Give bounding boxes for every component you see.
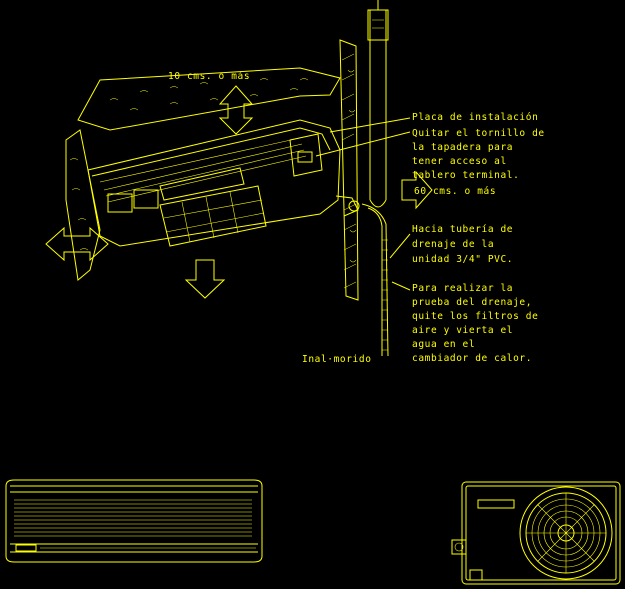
label-test-6: cambiador de calor. [412, 353, 532, 364]
airflow-right-arrow-icon [401, 170, 433, 210]
double-vertical-arrow-icon [218, 85, 254, 135]
label-test-4: aire y vierta el [412, 325, 513, 336]
drain-hose [361, 203, 389, 357]
indoor-unit-front-view [5, 479, 263, 563]
label-drain-1: Hacia tubería de [412, 224, 513, 235]
label-drain-2: drenaje de la [412, 239, 494, 250]
label-clearance-top: 10 cms. o más [168, 71, 250, 82]
label-test-1: Para realizar la [412, 283, 513, 294]
label-test-3: quite los filtros de [412, 311, 538, 322]
indoor-unit [87, 119, 360, 247]
label-remove-screw-1: Quitar el tornillo de [412, 128, 545, 139]
double-horizontal-arrow-icon [45, 226, 109, 262]
left-wall-section [65, 129, 101, 281]
outdoor-unit-front-view [451, 481, 621, 585]
wall-section [339, 39, 359, 301]
label-insulation: Inal·morido [302, 354, 372, 365]
refrigerant-pipes [367, 0, 389, 208]
label-clearance-side: 60 cms. o más [414, 186, 496, 197]
label-mounting-plate: Placa de instalación [412, 112, 538, 123]
label-test-2: prueba del drenaje, [412, 297, 532, 308]
label-remove-screw-3: tener acceso al [412, 156, 507, 167]
airflow-down-arrow-icon [184, 259, 226, 299]
leader-lines [315, 117, 411, 291]
label-remove-screw-4: tablero terminal. [412, 170, 519, 181]
label-test-5: agua en el [412, 339, 475, 350]
ceiling-slab [77, 67, 341, 131]
label-remove-screw-2: la tapadera para [412, 142, 513, 153]
label-drain-3: unidad 3/4" PVC. [412, 254, 513, 265]
